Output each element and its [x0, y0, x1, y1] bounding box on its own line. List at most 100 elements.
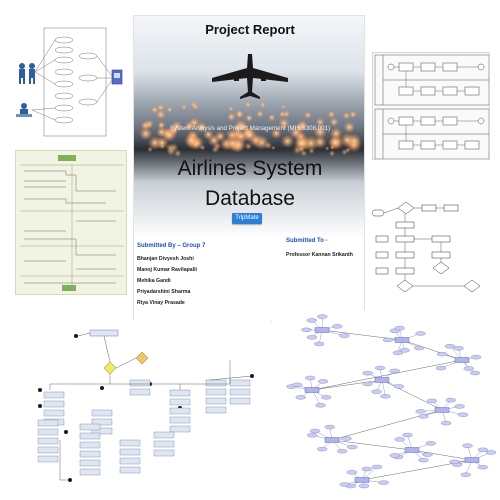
runway-light [329, 117, 339, 127]
erd-attribute [449, 459, 460, 464]
runway-light [315, 117, 325, 127]
runway-light [267, 113, 276, 122]
erd-attribute [295, 395, 306, 400]
erd-attribute [362, 381, 373, 387]
activity-node [37, 437, 59, 445]
erd-attribute [314, 341, 325, 347]
activity-node [169, 416, 191, 424]
runway-light [181, 104, 187, 111]
runway-light [169, 143, 179, 153]
flowchart-diagram [372, 196, 492, 300]
runway-light [327, 110, 336, 119]
activity-node [169, 389, 191, 397]
activity-node [229, 379, 251, 387]
activity-node [37, 428, 59, 436]
erd-attribute [337, 449, 348, 454]
activity-node [205, 397, 227, 405]
actor-icon [16, 63, 35, 117]
activity-node [91, 409, 113, 417]
course-name: System Analysis and Project Management (… [169, 125, 331, 132]
erd-entity [374, 377, 390, 383]
submitted-to-label: Submitted To - [286, 238, 328, 244]
tripmate-logo: TripMate [232, 213, 262, 224]
runway-light [192, 141, 199, 148]
runway-light [226, 112, 236, 122]
runway-light [159, 143, 165, 149]
erd-attribute [324, 424, 335, 430]
title-line-2: Database [205, 187, 295, 210]
erd-attribute [361, 466, 372, 472]
runway-light [343, 121, 356, 134]
activity-node [119, 439, 141, 447]
activity-node [79, 468, 101, 476]
activity-node [43, 409, 65, 417]
erd-attribute [307, 433, 318, 438]
member-name: Riya Vinay Prasade [137, 300, 185, 306]
activity-node [43, 391, 65, 399]
runway-light [156, 103, 165, 112]
runway-light [199, 144, 206, 151]
runway-light [147, 146, 153, 153]
erd-attribute [425, 441, 436, 446]
runway-light [235, 110, 244, 119]
activity-node [153, 431, 175, 439]
erd-attribute [317, 379, 329, 384]
erd-attribute [445, 398, 456, 403]
runway-light [211, 145, 219, 154]
erd-entity [304, 387, 320, 393]
runway-light [155, 136, 169, 150]
erd-attribute [422, 452, 433, 457]
title-line-1: Airlines System [177, 157, 323, 180]
erd-attribute [415, 409, 426, 414]
runway-light [328, 150, 336, 157]
runway-light [281, 104, 286, 110]
erd-attribute [347, 444, 358, 450]
member-name: Bhanjan Divyesh Joshi [137, 256, 194, 262]
activity-node [119, 448, 141, 456]
erd-attribute [402, 432, 413, 438]
runway-light [138, 126, 153, 141]
activity-diagram [30, 320, 270, 492]
erd-attribute [317, 314, 328, 319]
runway-light [228, 106, 234, 112]
runway-light [280, 134, 295, 148]
erd-attribute [362, 371, 373, 376]
erd-attribute [341, 436, 352, 441]
runway-light [184, 121, 195, 132]
runway-light [244, 101, 252, 108]
erd-entity [314, 327, 330, 333]
activity-node [205, 388, 227, 396]
activity-node [91, 418, 113, 426]
activity-node [205, 379, 227, 387]
erd-attribute [358, 483, 370, 489]
erd-attribute [477, 447, 489, 452]
erd-attribute [418, 414, 429, 419]
erd-attribute [306, 318, 317, 323]
activity-node [229, 388, 251, 396]
runway-light [342, 111, 351, 120]
erd-attribute [306, 335, 318, 340]
erd-attribute [457, 412, 469, 417]
erd-attribute [440, 420, 452, 426]
member-name: Mehika Gandi [137, 278, 171, 284]
erd-attribute [392, 350, 403, 356]
runway-light [313, 135, 327, 149]
runway-light [190, 101, 198, 109]
erd-attribute [470, 354, 482, 360]
activity-node [79, 459, 101, 467]
erd-entity [324, 437, 340, 443]
activity-node [37, 446, 59, 454]
activity-node [79, 441, 101, 449]
runway-light [224, 135, 241, 152]
er-diagram [272, 310, 500, 490]
runway-light [324, 146, 330, 151]
runway-light [344, 147, 351, 154]
runway-light [166, 106, 173, 113]
runway-light [329, 144, 336, 151]
activity-node [37, 419, 59, 427]
erd-attribute [394, 437, 405, 442]
activity-node [91, 427, 113, 435]
runway-photo [134, 16, 364, 238]
erd-attribute [418, 457, 429, 463]
erd-attribute [426, 398, 438, 403]
